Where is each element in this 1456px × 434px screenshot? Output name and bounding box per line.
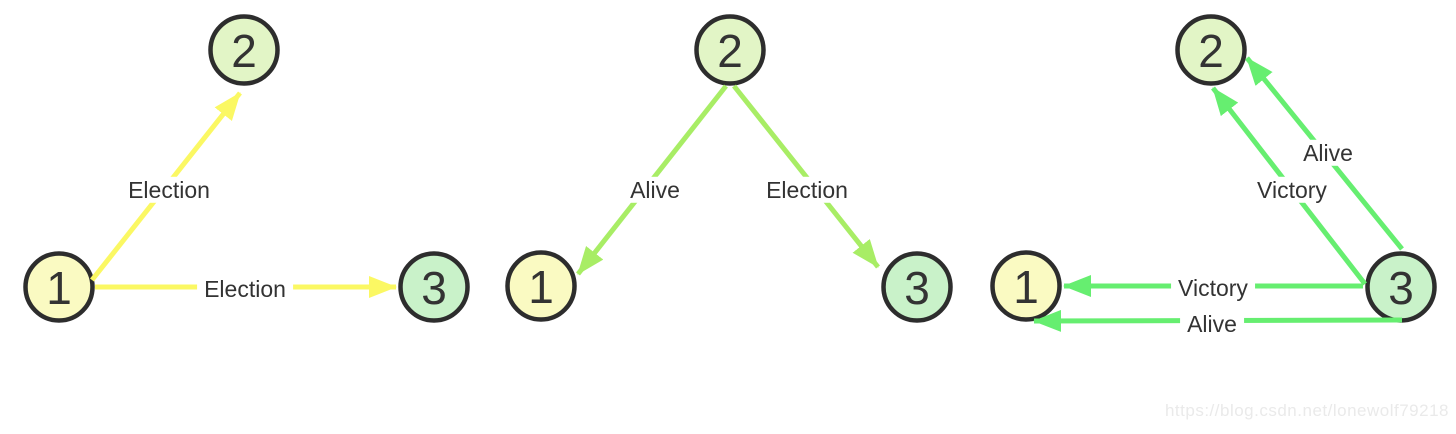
step2-edge-election-2-3	[732, 84, 880, 269]
step1-group: 1 2 3	[23, 14, 470, 323]
step3-node-3-label: 3	[1388, 262, 1414, 314]
step1-node-3-label: 3	[421, 262, 447, 314]
step2-node-1-circle	[505, 250, 577, 322]
step2-edge-label-election-2-3: Election	[759, 176, 855, 204]
step1-node-3-circle	[398, 251, 470, 323]
step2-group: 1 2 3	[505, 14, 953, 323]
step3-edge-label-alive-3-2: Alive	[1296, 139, 1360, 167]
step1-node-1-label: 1	[46, 262, 72, 314]
step2-node-1-label: 1	[528, 261, 554, 313]
step3-node-1-label: 1	[1013, 261, 1039, 313]
step2-node-2-label: 2	[717, 25, 743, 77]
step3-edge-label-victory-3-2: Victory	[1250, 176, 1334, 204]
step3-edge-label-victory-3-1: Victory	[1171, 274, 1255, 302]
watermark: https://blog.csdn.net/lonewolf79218	[1164, 401, 1449, 420]
step3-node-1-circle	[990, 250, 1062, 322]
step2-node-3-circle	[881, 251, 953, 323]
step3-node-2-circle	[1175, 14, 1247, 86]
step1-node-1-circle	[23, 251, 95, 323]
step3-edge-label-alive-3-1: Alive	[1180, 310, 1244, 338]
step2-edge-label-alive-2-1: Alive	[623, 176, 687, 204]
step2-node-2-circle	[694, 14, 766, 86]
step1-edge-label-election-1-3: Election	[197, 275, 293, 303]
step3-node-2-label: 2	[1198, 25, 1224, 77]
step1-node-2-circle	[208, 14, 280, 86]
step2-node-3-label: 3	[904, 262, 930, 314]
step1-node-2-label: 2	[231, 25, 257, 77]
step1-edge-label-election-1-2: Election	[121, 176, 217, 204]
